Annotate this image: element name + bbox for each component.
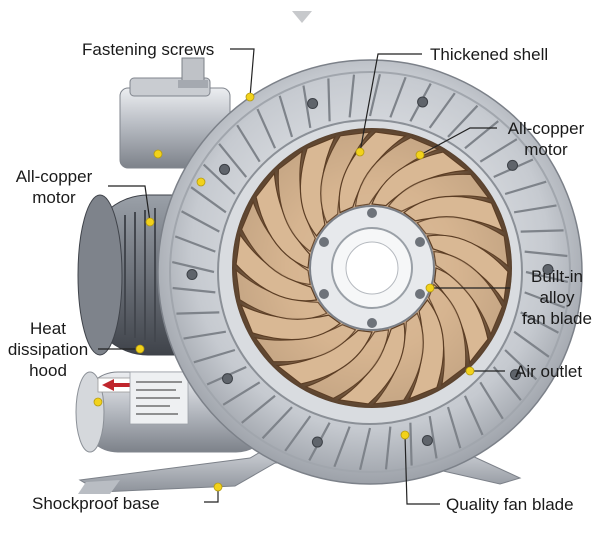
cooling-fin bbox=[446, 406, 462, 449]
bolt bbox=[307, 98, 319, 110]
label-all-copper-motor-left: All-copper motor bbox=[15, 167, 93, 207]
cooling-fin bbox=[236, 124, 261, 163]
cooling-fin bbox=[261, 406, 293, 440]
fan-blade bbox=[433, 250, 504, 336]
cooling-fin bbox=[256, 108, 277, 149]
callout-dot-fastening-screws bbox=[245, 92, 255, 102]
cooling-fin bbox=[278, 95, 294, 138]
alloy-fan-impeller bbox=[232, 128, 512, 408]
callout-dot-motor-left-1 bbox=[153, 149, 163, 159]
cooling-fin bbox=[172, 286, 216, 294]
cooling-fin bbox=[176, 311, 220, 315]
cooling-fin bbox=[384, 426, 392, 470]
cooling-fin bbox=[409, 422, 413, 466]
cooling-fin bbox=[464, 120, 499, 150]
cooling-fin bbox=[368, 73, 381, 117]
cooling-fin bbox=[359, 427, 372, 471]
cooling-fin bbox=[513, 204, 557, 214]
bolt bbox=[507, 159, 519, 171]
cooling-fin bbox=[302, 85, 312, 129]
fastening-screws bbox=[186, 96, 554, 448]
cooling-fin bbox=[333, 426, 351, 468]
label-shockproof-base: Shockproof base bbox=[32, 494, 160, 513]
cooling-fin bbox=[525, 270, 569, 283]
callout-dot-heat-hood bbox=[135, 344, 145, 354]
cooling-fin bbox=[222, 381, 261, 406]
cooling-fin bbox=[504, 349, 538, 381]
label-air-outlet: Air outlet bbox=[515, 362, 583, 381]
label-built-in-alloy-fan-blade: Built-in alloy fan blade bbox=[522, 267, 592, 328]
bolt bbox=[186, 269, 198, 281]
rotation-arrow-icon bbox=[102, 379, 138, 391]
callout-dot-quality-fan-blade bbox=[400, 430, 410, 440]
cooling-fin bbox=[428, 415, 438, 459]
top-terminal-block bbox=[119, 57, 231, 169]
cooling-fin bbox=[193, 348, 236, 364]
cooling-fin bbox=[492, 366, 522, 401]
bolt bbox=[219, 163, 231, 175]
cooling-fin bbox=[348, 74, 356, 118]
cooling-fin bbox=[479, 138, 518, 163]
leader-fastening-screws bbox=[230, 48, 255, 98]
bolt bbox=[542, 263, 554, 275]
leader-shockproof-base bbox=[204, 487, 219, 503]
cooling-fin bbox=[181, 210, 220, 233]
cooling-fin bbox=[171, 261, 215, 274]
cooling-fin bbox=[174, 235, 216, 253]
label-fastening-screws: Fastening screws bbox=[82, 40, 215, 59]
callout-dot-fan-blade bbox=[425, 283, 435, 293]
top-triangle-marker bbox=[292, 11, 312, 23]
cooling-fin bbox=[183, 330, 227, 340]
label-thickened-shell: Thickened shell bbox=[430, 45, 549, 64]
cooling-fin bbox=[202, 163, 236, 195]
bolt bbox=[417, 96, 429, 108]
cooling-fin bbox=[284, 415, 312, 452]
bolt bbox=[311, 436, 323, 448]
cooling-fin bbox=[463, 395, 484, 436]
leader-thickened-shell bbox=[359, 53, 422, 153]
leader-all-copper-motor-right bbox=[419, 127, 497, 156]
cooling-fin bbox=[241, 394, 276, 424]
bolt bbox=[221, 373, 233, 385]
cooling-fin bbox=[428, 92, 456, 129]
label-heat-dissipation-hood: Heat dissipation hood bbox=[7, 319, 89, 380]
leader-quality-fan-blade bbox=[404, 434, 440, 505]
cooling-fin bbox=[389, 76, 407, 118]
cooling-fin bbox=[513, 330, 550, 358]
leader-all-copper-motor-left bbox=[108, 185, 151, 223]
label-quality-fan-blade: Quality fan blade bbox=[446, 495, 574, 514]
callout-dot-shockproof-base bbox=[213, 482, 223, 492]
callout-dot-thickened-shell bbox=[355, 147, 365, 157]
callout-dot-motor-right bbox=[415, 150, 425, 160]
callout-dot-air-outlet bbox=[465, 366, 475, 376]
cooling-fin bbox=[520, 311, 559, 334]
cooling-fin bbox=[479, 381, 504, 420]
bolt bbox=[509, 369, 521, 381]
cooling-fin bbox=[447, 104, 479, 138]
bolt bbox=[421, 434, 433, 446]
cooling-fin bbox=[327, 78, 331, 122]
cooling-fin bbox=[524, 291, 566, 309]
callout-dot-motor-left-2 bbox=[196, 177, 206, 187]
cooling-fin bbox=[218, 143, 248, 178]
cooling-fin bbox=[504, 180, 547, 196]
cooling-fin bbox=[524, 250, 568, 258]
callout-dot-hood-lower bbox=[93, 397, 103, 407]
cooling-fin bbox=[190, 186, 227, 214]
label-all-copper-motor-right: All-copper motor bbox=[507, 119, 585, 159]
cooling-fin bbox=[520, 229, 564, 233]
callout-dot-motor-left-3 bbox=[145, 217, 155, 227]
